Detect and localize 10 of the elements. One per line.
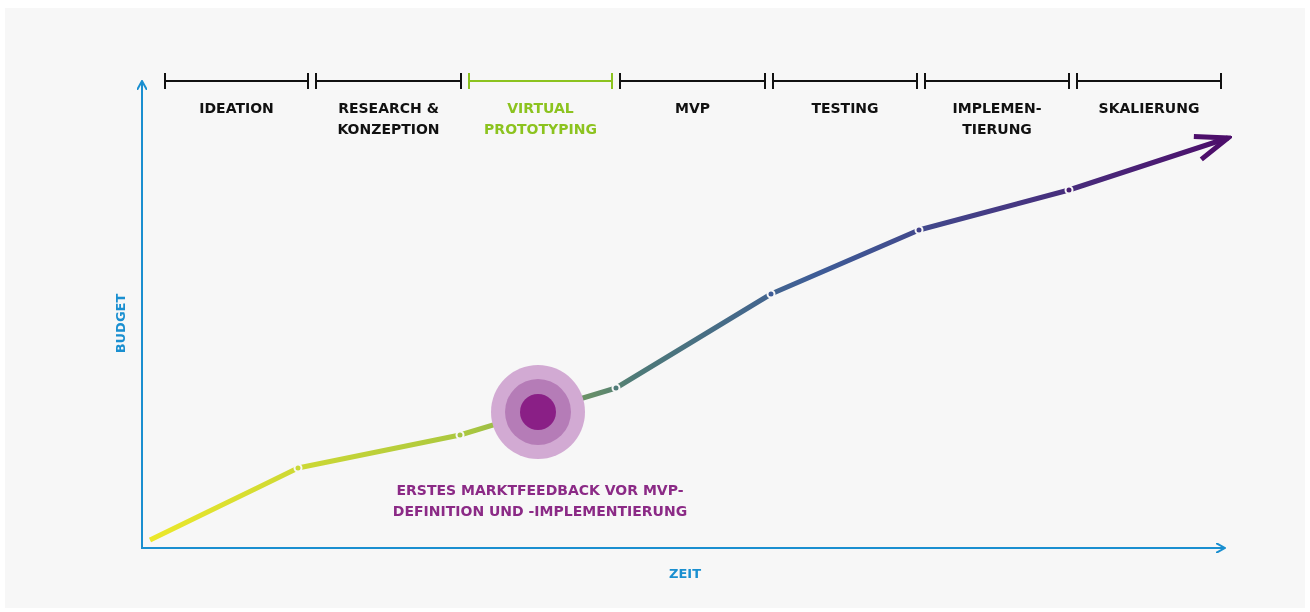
phase-label: VIRTUAL PROTOTYPING	[483, 99, 598, 139]
phase-label: IMPLEMEN- TIERUNG	[951, 99, 1043, 139]
phase-label: MVP	[674, 99, 711, 118]
callout-text: ERSTES MARKTFEEDBACK VOR MVP-DEFINITION UND -IMPLEMENTIERUNG	[391, 481, 689, 521]
phase-label: SKALIERUNG	[1097, 99, 1201, 118]
axis-label: ZEIT	[668, 565, 702, 583]
phase-label: TESTING	[810, 99, 880, 118]
phase-label: IDEATION	[198, 99, 275, 118]
phase-label: RESEARCH & KONZEPTION	[336, 99, 441, 139]
axis-label: BUDGET	[111, 292, 129, 356]
